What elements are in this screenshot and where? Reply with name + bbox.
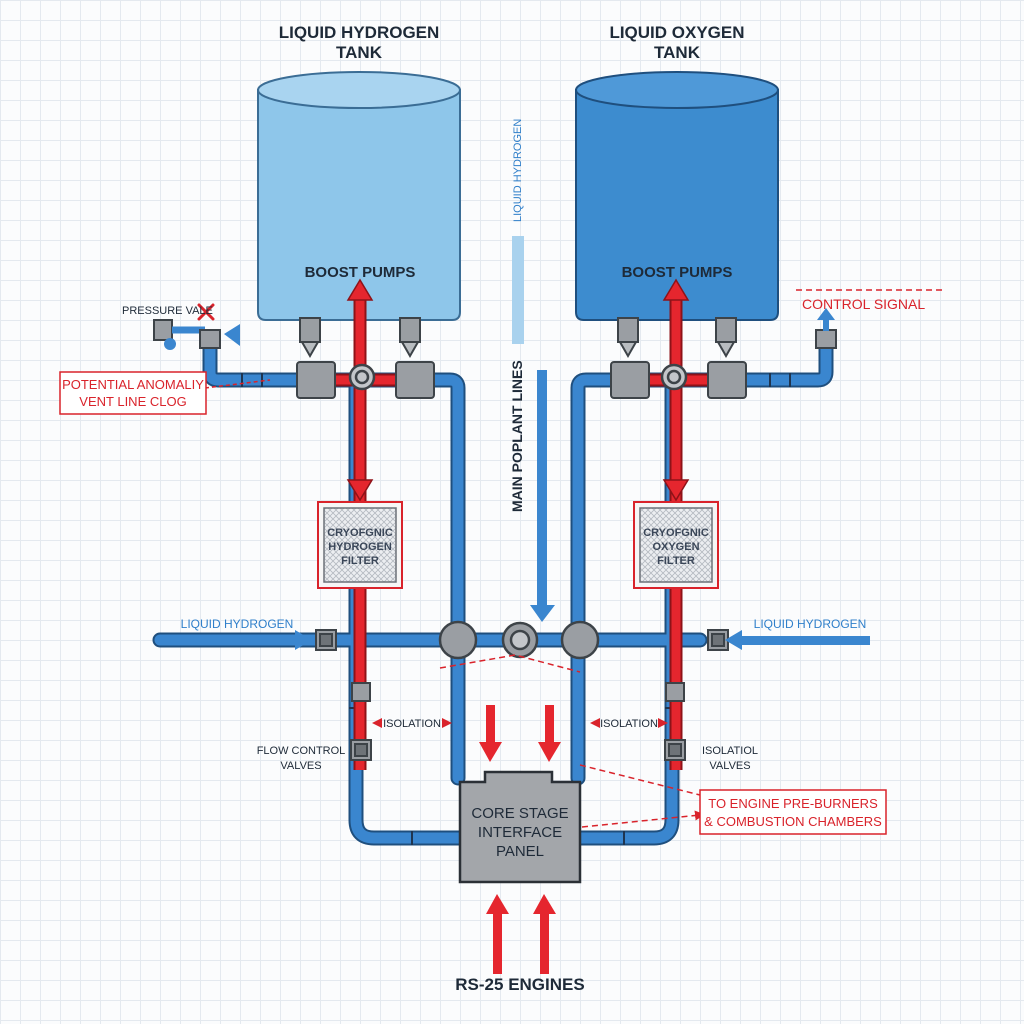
anomaly-label-1: POTENTIAL ANOMALIY bbox=[62, 377, 204, 392]
flow-control-label-2: VALVES bbox=[280, 760, 321, 772]
close-icon bbox=[197, 303, 215, 321]
lh2-boost-pumps-label: BOOST PUMPS bbox=[305, 264, 416, 281]
annotation-leaders bbox=[204, 289, 945, 828]
boost-pump-valves bbox=[296, 317, 747, 399]
red-flow-arrows bbox=[346, 278, 690, 502]
lox-boost-pumps-label: BOOST PUMPS bbox=[622, 264, 733, 281]
inlet-right-label: LIQUID HYDROGEN bbox=[754, 617, 867, 631]
filter-right-line3: FILTER bbox=[657, 555, 695, 567]
core-panel-label-2: INTERFACE bbox=[478, 824, 562, 841]
inlet-left-label: LIQUID HYDROGEN bbox=[181, 617, 294, 631]
pressure-valve bbox=[153, 319, 240, 350]
control-signal-label: CONTROL SIGNAL bbox=[802, 296, 925, 312]
core-stage-panel bbox=[458, 770, 582, 884]
core-panel-label-3: PANEL bbox=[496, 843, 544, 860]
lox-tank bbox=[575, 71, 779, 321]
inlet-arrows bbox=[295, 630, 870, 650]
filter-left-line2: HYDROGEN bbox=[328, 541, 392, 553]
hydrogen-filter bbox=[317, 501, 403, 589]
rs25-label: RS-25 ENGINES bbox=[455, 975, 584, 994]
filter-right-line2: OXYGEN bbox=[652, 541, 699, 553]
lox-tank-title-1: LIQUID OXYGEN bbox=[609, 23, 744, 42]
isolation-right-label: ISOLATION bbox=[600, 718, 658, 730]
isolation-valves-label-2: VALVES bbox=[709, 760, 750, 772]
lh2-tank-title-2: TANK bbox=[336, 43, 383, 62]
flow-control-label-1: FLOW CONTROL bbox=[257, 745, 346, 757]
engine-callout-box bbox=[699, 789, 887, 835]
filter-left-line3: FILTER bbox=[341, 555, 379, 567]
core-panel-label-1: CORE STAGE bbox=[471, 805, 568, 822]
anomaly-callout-box bbox=[59, 371, 207, 415]
lox-tank-title-2: TANK bbox=[654, 43, 701, 62]
lh2-tank bbox=[257, 71, 461, 321]
engine-arrows bbox=[479, 705, 561, 974]
main-lines-label: MAIN POPLANT LINES bbox=[509, 360, 525, 512]
anomaly-label-2: VENT LINE CLOG bbox=[79, 394, 186, 409]
isolation-left-label: ISOLATION bbox=[383, 718, 441, 730]
vertical-hydrogen-label: LIQUID HYDROGEN bbox=[512, 119, 524, 222]
engine-label-1: TO ENGINE PRE-BURNERS bbox=[708, 796, 878, 811]
inline-valves bbox=[315, 629, 729, 761]
engine-label-2: & COMBUSTION CHAMBERS bbox=[704, 814, 882, 829]
oxygen-filter bbox=[633, 501, 719, 589]
lh2-tank-title-1: LIQUID HYDROGEN bbox=[279, 23, 440, 42]
control-valve bbox=[815, 308, 837, 349]
filter-right-line1: CRYOFGNIC bbox=[643, 527, 709, 539]
pressure-valve-label: PRESSURE VALE bbox=[122, 305, 213, 317]
main-line-bars bbox=[512, 236, 555, 622]
isolation-arrows bbox=[372, 718, 668, 728]
crossfeed-valves bbox=[438, 620, 600, 660]
isolation-valves-label-1: ISOLATIOL bbox=[702, 745, 758, 757]
filter-left-line1: CRYOFGNIC bbox=[327, 527, 393, 539]
junction-valves bbox=[348, 363, 688, 391]
